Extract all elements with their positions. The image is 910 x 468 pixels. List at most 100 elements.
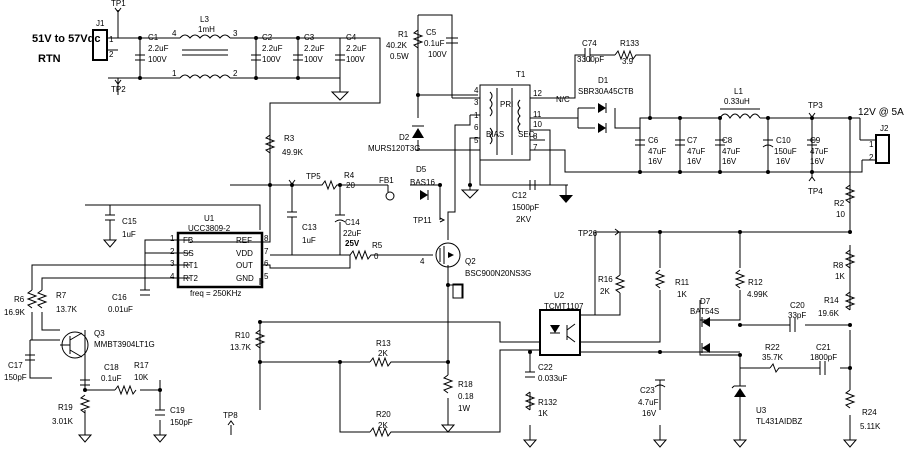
svg-text:C18: C18 — [104, 363, 119, 372]
svg-text:1K: 1K — [677, 290, 687, 299]
capacitor-c8: C8 47uF 16V — [715, 136, 740, 166]
svg-text:N/C: N/C — [556, 95, 570, 104]
svg-text:20: 20 — [346, 181, 355, 190]
svg-text:TCMT1107: TCMT1107 — [544, 302, 584, 311]
connector-j2: J2 1 2 — [869, 124, 890, 164]
svg-text:49.9K: 49.9K — [282, 148, 304, 157]
svg-text:2.2uF: 2.2uF — [262, 44, 283, 53]
svg-text:C2: C2 — [262, 33, 273, 42]
inductor-l3: L3 1mH 4 3 1 2 — [172, 15, 238, 79]
junction-dots — [83, 36, 852, 392]
transistor-q3: Q3 MMBT3904LT1G — [60, 329, 155, 359]
resistor-r13: R13 2K — [369, 339, 395, 368]
svg-text:2: 2 — [233, 69, 238, 78]
return-label: RTN — [38, 53, 61, 65]
svg-text:OUT: OUT — [236, 261, 253, 270]
svg-text:8: 8 — [533, 132, 538, 141]
svg-text:C9: C9 — [810, 136, 821, 145]
svg-text:47uF: 47uF — [648, 147, 666, 156]
resistor-r133: R133 3.9 — [614, 39, 640, 66]
capacitor-c16: C16 0.01uF — [108, 289, 150, 314]
ground-symbol — [460, 189, 480, 199]
svg-text:33pF: 33pF — [788, 311, 806, 320]
svg-text:1uF: 1uF — [302, 236, 316, 245]
svg-text:5: 5 — [264, 272, 269, 281]
svg-text:SEC: SEC — [518, 130, 535, 139]
svg-text:BAT54S: BAT54S — [690, 307, 719, 316]
svg-text:22uF: 22uF — [343, 229, 361, 238]
resistor-r11: R11 1K — [654, 269, 690, 299]
svg-text:0.18: 0.18 — [458, 392, 474, 401]
svg-text:R24: R24 — [862, 408, 877, 417]
svg-text:0.033uF: 0.033uF — [538, 374, 567, 383]
svg-text:BAS16: BAS16 — [410, 178, 435, 187]
svg-text:47uF: 47uF — [687, 147, 705, 156]
ground-symbol — [522, 439, 538, 448]
svg-text:C7: C7 — [687, 136, 698, 145]
svg-text:C74: C74 — [582, 39, 597, 48]
svg-text:RT1: RT1 — [183, 261, 199, 270]
svg-text:0.01uF: 0.01uF — [108, 305, 133, 314]
svg-text:D1: D1 — [598, 76, 609, 85]
ground-symbol — [330, 91, 350, 101]
svg-text:R1: R1 — [398, 30, 409, 39]
svg-text:100V: 100V — [428, 50, 447, 59]
input-voltage-label: 51V to 57Vdc — [32, 33, 100, 45]
capacitor-c12: C12 1500pF 2KV — [512, 180, 539, 224]
capacitor-c14: C14 22uF 25V — [334, 214, 361, 248]
svg-text:2.2uF: 2.2uF — [346, 44, 367, 53]
svg-text:R7: R7 — [56, 291, 67, 300]
svg-text:4: 4 — [474, 86, 479, 95]
shunt-regulator-u3: U3 TL431AIDBZ — [731, 385, 802, 426]
svg-text:PRI: PRI — [500, 100, 513, 109]
svg-text:TP8: TP8 — [223, 411, 238, 420]
svg-text:100V: 100V — [346, 55, 365, 64]
svg-text:2K: 2K — [378, 349, 388, 358]
svg-text:7: 7 — [264, 247, 269, 256]
ground-symbol — [732, 439, 748, 448]
resistor-r1: R1 40.2K 0.5W — [386, 29, 424, 61]
resistor-r6: R6 16.9K — [4, 289, 38, 317]
svg-text:2K: 2K — [600, 287, 610, 296]
svg-text:0.1uF: 0.1uF — [424, 39, 445, 48]
svg-text:C14: C14 — [345, 218, 360, 227]
svg-text:6: 6 — [264, 259, 269, 268]
ground-symbol — [652, 439, 668, 448]
svg-text:TP1: TP1 — [111, 0, 126, 8]
resistor-r18: R18 0.18 1W — [442, 374, 474, 413]
resistor-r12: R12 4.99K — [734, 269, 769, 299]
svg-text:1mH: 1mH — [198, 25, 215, 34]
svg-text:C15: C15 — [122, 217, 137, 226]
svg-text:0.33uH: 0.33uH — [724, 97, 750, 106]
resistor-r7: R7 13.7K — [36, 289, 78, 314]
svg-text:C16: C16 — [112, 293, 127, 302]
svg-text:11: 11 — [533, 110, 542, 119]
svg-text:J1: J1 — [96, 19, 105, 28]
svg-text:U2: U2 — [554, 291, 565, 300]
svg-text:2: 2 — [869, 153, 874, 162]
output-rating-label: 12V @ 5A — [858, 107, 904, 118]
svg-text:100V: 100V — [148, 55, 167, 64]
svg-text:R8: R8 — [833, 261, 844, 270]
resistor-r132: R132 1K — [524, 391, 558, 418]
svg-text:TL431AIDBZ: TL431AIDBZ — [756, 417, 802, 426]
capacitor-c2: C2 2.2uF 100V — [251, 33, 283, 64]
svg-text:C1: C1 — [148, 33, 159, 42]
capacitor-c74: C74 3300pF — [577, 39, 604, 64]
svg-text:4.7uF: 4.7uF — [638, 398, 659, 407]
svg-text:R10: R10 — [235, 331, 250, 340]
svg-text:4: 4 — [172, 29, 177, 38]
svg-text:C8: C8 — [722, 136, 733, 145]
svg-text:U1: U1 — [204, 214, 215, 223]
wires — [29, 10, 863, 440]
diode-d2: D2 MURS120T3G — [368, 125, 424, 153]
svg-text:1: 1 — [869, 140, 874, 149]
svg-text:C20: C20 — [790, 301, 805, 310]
svg-text:C17: C17 — [8, 361, 23, 370]
svg-text:16V: 16V — [776, 157, 791, 166]
svg-text:C5: C5 — [426, 28, 437, 37]
svg-text:MURS120T3G: MURS120T3G — [368, 144, 420, 153]
svg-text:2: 2 — [170, 247, 175, 256]
capacitor-c1: C1 2.2uF 100V — [135, 33, 169, 64]
testpoint-tp2: TP2 — [111, 79, 126, 94]
